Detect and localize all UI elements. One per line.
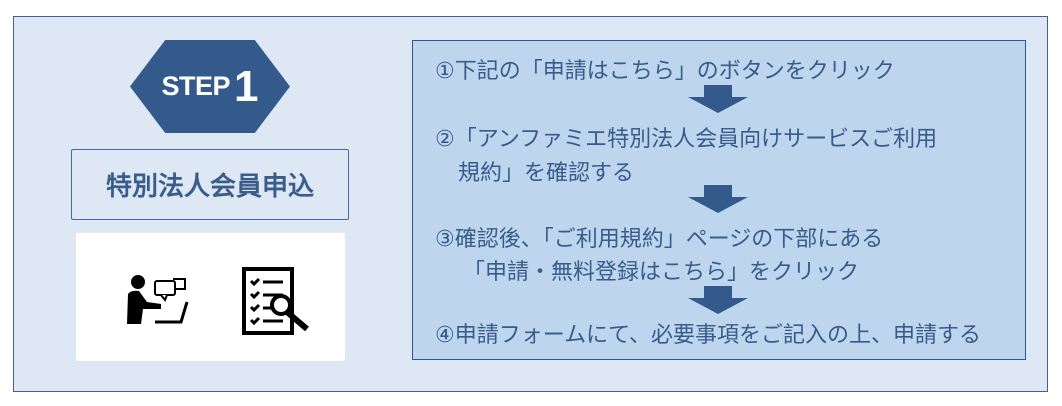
arrow-down-icon (688, 286, 748, 314)
step-2-text-cont: 規約」を確認する (458, 161, 635, 186)
illustration-box (76, 233, 345, 361)
person-chat-icon (127, 275, 189, 324)
arrow-down-icon (688, 85, 748, 113)
steps-box: ①下記の「申請はこちら」のボタンをクリック ②「アンファミエ特別法人会員向けサー… (412, 40, 1026, 360)
step-1-text: ①下記の「申請はこちら」のボタンをクリック (435, 59, 895, 84)
section-title: 特別法人会員申込 (71, 149, 349, 220)
step-4-text: ④申請フォームにて、必要事項をご記入の上、申請する (435, 323, 981, 348)
step-2-text: ②「アンファミエ特別法人会員向けサービスご利用 (435, 127, 938, 152)
step-badge: STEP 1 (130, 40, 290, 133)
checklist-icon (242, 267, 309, 335)
step-3-text: ③確認後、「ご利用規約」ページの下部にある (435, 227, 884, 252)
arrow-down-icon (688, 185, 748, 213)
step-3-text-cont: 「申請・無料登録はこちら」をクリック (463, 260, 860, 285)
step-label: STEP (161, 71, 231, 101)
step-number: 1 (234, 61, 259, 111)
